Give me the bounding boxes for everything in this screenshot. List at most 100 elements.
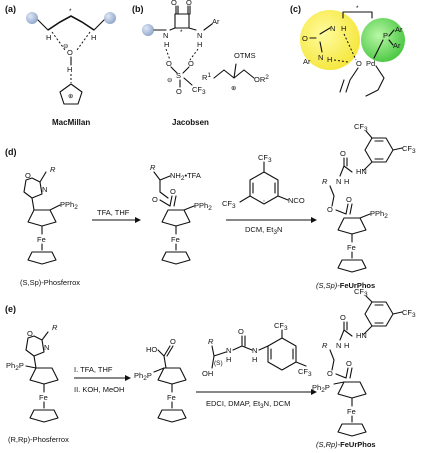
- a-O: O: [67, 48, 73, 57]
- e-prod-R: R: [322, 341, 328, 350]
- c-N1: N: [330, 24, 335, 33]
- d-prod-cf3b-bond: [392, 147, 403, 151]
- d-R: R: [50, 165, 56, 174]
- c-urea-bonds: [309, 27, 331, 53]
- e-CF3b: CF3: [298, 367, 312, 378]
- e-prod-ester: [335, 367, 353, 379]
- e-prod-O2: O: [327, 369, 333, 378]
- b-n-bonds: [153, 23, 213, 31]
- panel-b-label: (b): [132, 4, 144, 14]
- e-reagent-1: I. TFA, THF: [74, 365, 113, 374]
- b-N2: N: [197, 31, 202, 40]
- e-aryl-bond: [258, 345, 269, 351]
- b-Ar: Ar: [212, 17, 220, 26]
- b-R1: R1: [202, 72, 211, 82]
- a-Ominus: ⊖: [63, 43, 69, 50]
- c-Ar3: Ar: [393, 41, 401, 50]
- panel-d: (d) R O N PPh2 Fe (S,Sp)-Phosferrox TFA,…: [5, 122, 416, 290]
- a-H2: H: [91, 33, 96, 42]
- e-N3: N: [226, 346, 231, 355]
- e-prod-NH-H: H: [344, 341, 349, 350]
- e-acid-cp-bottom: [157, 409, 187, 423]
- b-N1: N: [163, 31, 168, 40]
- e-sm-name: (R,Rp)-Phosferrox: [8, 435, 69, 444]
- a-H1: H: [46, 33, 51, 42]
- panel-b: (b) O O * N N H H Ar O O S O ⊖ CF3 OTMS …: [132, 0, 269, 127]
- e-aryl-inner: [270, 348, 294, 360]
- e-Fe: Fe: [39, 393, 48, 402]
- b-O2: O: [186, 0, 192, 7]
- d-prod-ester: [335, 203, 353, 215]
- d-prod-O2: O: [327, 205, 333, 214]
- d-prod-HN: HN: [356, 167, 367, 176]
- e-prod-O: O: [340, 313, 346, 322]
- c-O2: O: [356, 59, 362, 68]
- e-R: R: [52, 323, 58, 332]
- e-prod-cp-bottom: [337, 423, 367, 437]
- d-O2: O: [152, 195, 158, 204]
- blue-sphere-left: [26, 12, 38, 24]
- e-aa-chain: [211, 345, 227, 369]
- e-prod-cf3b-bond: [392, 311, 403, 315]
- b-star: *: [180, 29, 183, 36]
- c-allyl: [345, 65, 385, 97]
- b-OTMS: OTMS: [234, 51, 256, 60]
- d-cp-top: [27, 209, 57, 227]
- c-O: O: [302, 34, 308, 43]
- d-int-P-bond: [183, 205, 195, 211]
- e-product-name: (S,Rp)-FeUrPhos: [316, 440, 376, 449]
- d-O3: O: [170, 187, 176, 196]
- e-prod-Fe: Fe: [347, 407, 356, 416]
- d-prod-CF3b: CF3: [402, 144, 416, 155]
- b-hbonds: [165, 48, 199, 61]
- panel-a: (a) * H H O ⊖ H ⊕ MacMillan: [5, 4, 116, 127]
- e-urea: [232, 335, 253, 351]
- a-cyclopentadiene: [59, 83, 83, 105]
- b-O3: O: [166, 59, 172, 68]
- d-sm-name: (S,Sp)-Phosferrox: [20, 278, 80, 287]
- c-Ar2: Ar: [395, 25, 403, 34]
- c-star: *: [356, 5, 359, 12]
- d-prod-N: N: [336, 177, 341, 186]
- d-int-PPh2: PPh2: [194, 201, 212, 212]
- e-cp-bottom: [29, 409, 59, 423]
- e-acid-cp-top: [157, 367, 187, 385]
- b-OR2: OR2: [254, 74, 269, 84]
- panel-e-label: (e): [5, 304, 16, 314]
- e-prod-N: N: [336, 341, 341, 350]
- d-reagent-1: TFA, THF: [97, 208, 130, 217]
- e-reagent-2: II. KOH, MeOH: [74, 385, 124, 394]
- e-acid: [157, 345, 174, 369]
- c-hbonds: [333, 33, 357, 63]
- a-H3: H: [67, 65, 72, 74]
- d-prod-ring-inner: [374, 140, 384, 160]
- b-CF3: CF3: [192, 85, 206, 96]
- d-Fe: Fe: [37, 235, 46, 244]
- a-Oplus: ⊕: [68, 93, 74, 100]
- e-prod-nh-bond: [363, 325, 373, 335]
- c-P: P: [383, 31, 388, 40]
- e-acid-Ph2P: Ph2P: [134, 371, 152, 382]
- b-S: S: [176, 71, 181, 80]
- d-int-cp-top: [161, 209, 191, 227]
- e-P-bond: [25, 365, 37, 369]
- d-prod-O3: O: [346, 195, 352, 204]
- d-link: [31, 197, 35, 211]
- d-prod-O: O: [340, 149, 346, 158]
- b-plus: ⊕: [231, 85, 237, 92]
- d-iso-ring: [249, 171, 279, 205]
- panel-c: (c) * O N H N H Ar P Ar Ar O Pd: [290, 4, 405, 97]
- d-prod-Fe: Fe: [347, 243, 356, 252]
- c-N2: N: [318, 53, 323, 62]
- d-NCO: NCO: [288, 196, 305, 205]
- c-Pd: Pd: [366, 59, 375, 68]
- panel-d-label: (d): [5, 147, 17, 157]
- d-N: N: [42, 185, 47, 194]
- e-H3: H: [226, 355, 231, 364]
- e-N4: N: [252, 346, 257, 355]
- d-R2: R: [150, 163, 156, 172]
- e-prod-cf3a-bond: [365, 295, 373, 303]
- blue-sphere-right: [104, 12, 116, 24]
- c-allyl-double: [339, 79, 345, 93]
- e-cp-top: [29, 367, 59, 385]
